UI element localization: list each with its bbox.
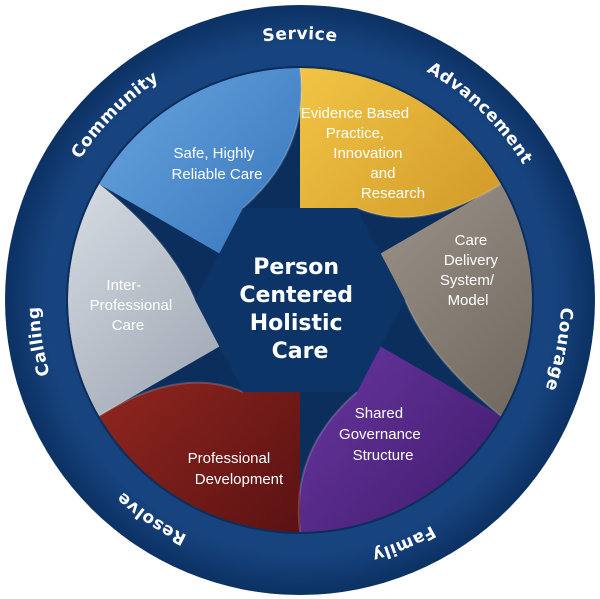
safe-highly-reliable-care-label: Safe, Highly Reliable Care	[172, 145, 263, 183]
center-line-2: Centered	[239, 283, 353, 308]
center-line-1: Person	[253, 255, 339, 280]
segment-care-delivery-system	[300, 184, 532, 416]
segment-professional-development	[99, 300, 300, 532]
evidence-based-practice-label: Evidence Based Practice, Innovation and …	[301, 105, 425, 202]
svg-text:Person Centered Holist: Person Centered Holistic Care	[239, 255, 360, 364]
ring-word-service: Service	[261, 24, 338, 47]
center-hexagon	[195, 208, 405, 392]
care-delivery-system-label: Care Delivery System/ Model	[440, 232, 502, 309]
inter-professional-care-label: Inter- Professional Care	[90, 277, 177, 334]
segment-inter-professional-care	[68, 184, 300, 416]
center-line-3: Holistic	[250, 311, 343, 336]
swirl-lines	[98, 68, 502, 532]
shared-governance-label: Shared Governance Structure	[339, 405, 425, 464]
segment-evidence-based-practice	[300, 68, 501, 300]
professional-development-label: Professional Development	[188, 450, 284, 488]
center-line-4: Care	[272, 339, 329, 364]
